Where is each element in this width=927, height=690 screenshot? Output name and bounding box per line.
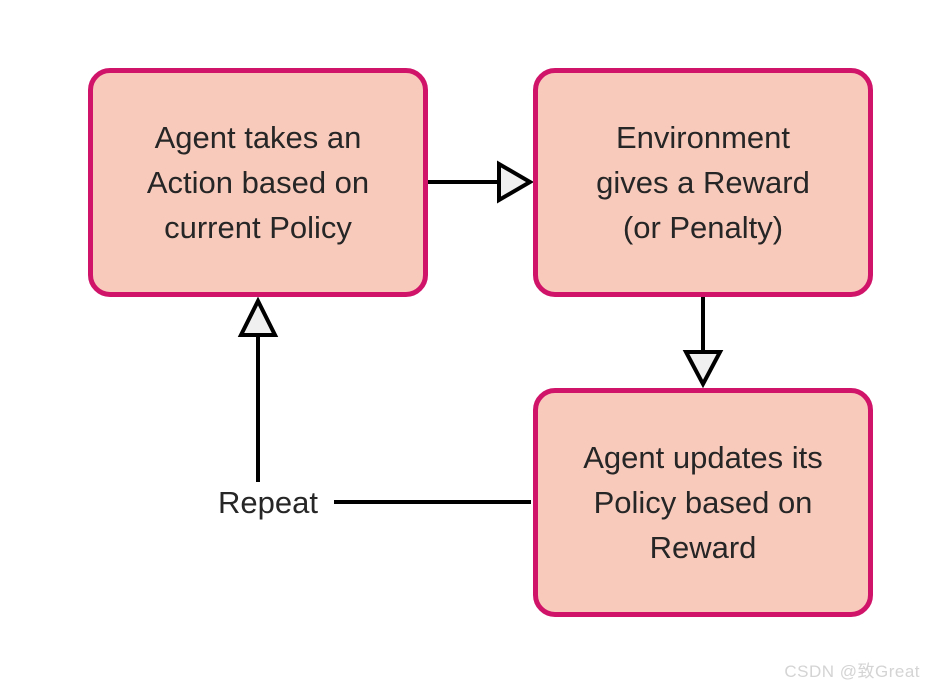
node-agent-action: Agent takes an Action based on current P… xyxy=(88,68,428,297)
watermark: CSDN @致Great xyxy=(784,662,920,681)
arrow-environment-to-update-icon xyxy=(682,297,724,389)
arrow-action-to-environment-icon xyxy=(428,160,534,204)
repeat-label: Repeat xyxy=(218,485,318,520)
arrow-repeat-to-action-icon xyxy=(237,296,279,482)
node-agent-update: Agent updates its Policy based on Reward xyxy=(533,388,873,617)
node-environment-reward: Environment gives a Reward (or Penalty) xyxy=(533,68,873,297)
